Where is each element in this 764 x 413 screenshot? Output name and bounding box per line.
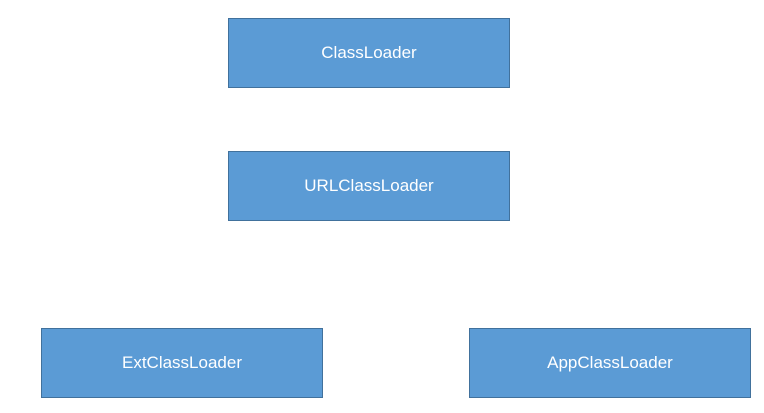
- urlclassloader-node: URLClassLoader: [228, 151, 510, 221]
- classloader-node: ClassLoader: [228, 18, 510, 88]
- appclassloader-node: AppClassLoader: [469, 328, 751, 398]
- classloader-label: ClassLoader: [321, 43, 417, 62]
- urlclassloader-label: URLClassLoader: [304, 176, 434, 195]
- extclassloader-node: ExtClassLoader: [41, 328, 323, 398]
- extclassloader-label: ExtClassLoader: [121, 353, 242, 372]
- appclassloader-label: AppClassLoader: [547, 353, 673, 372]
